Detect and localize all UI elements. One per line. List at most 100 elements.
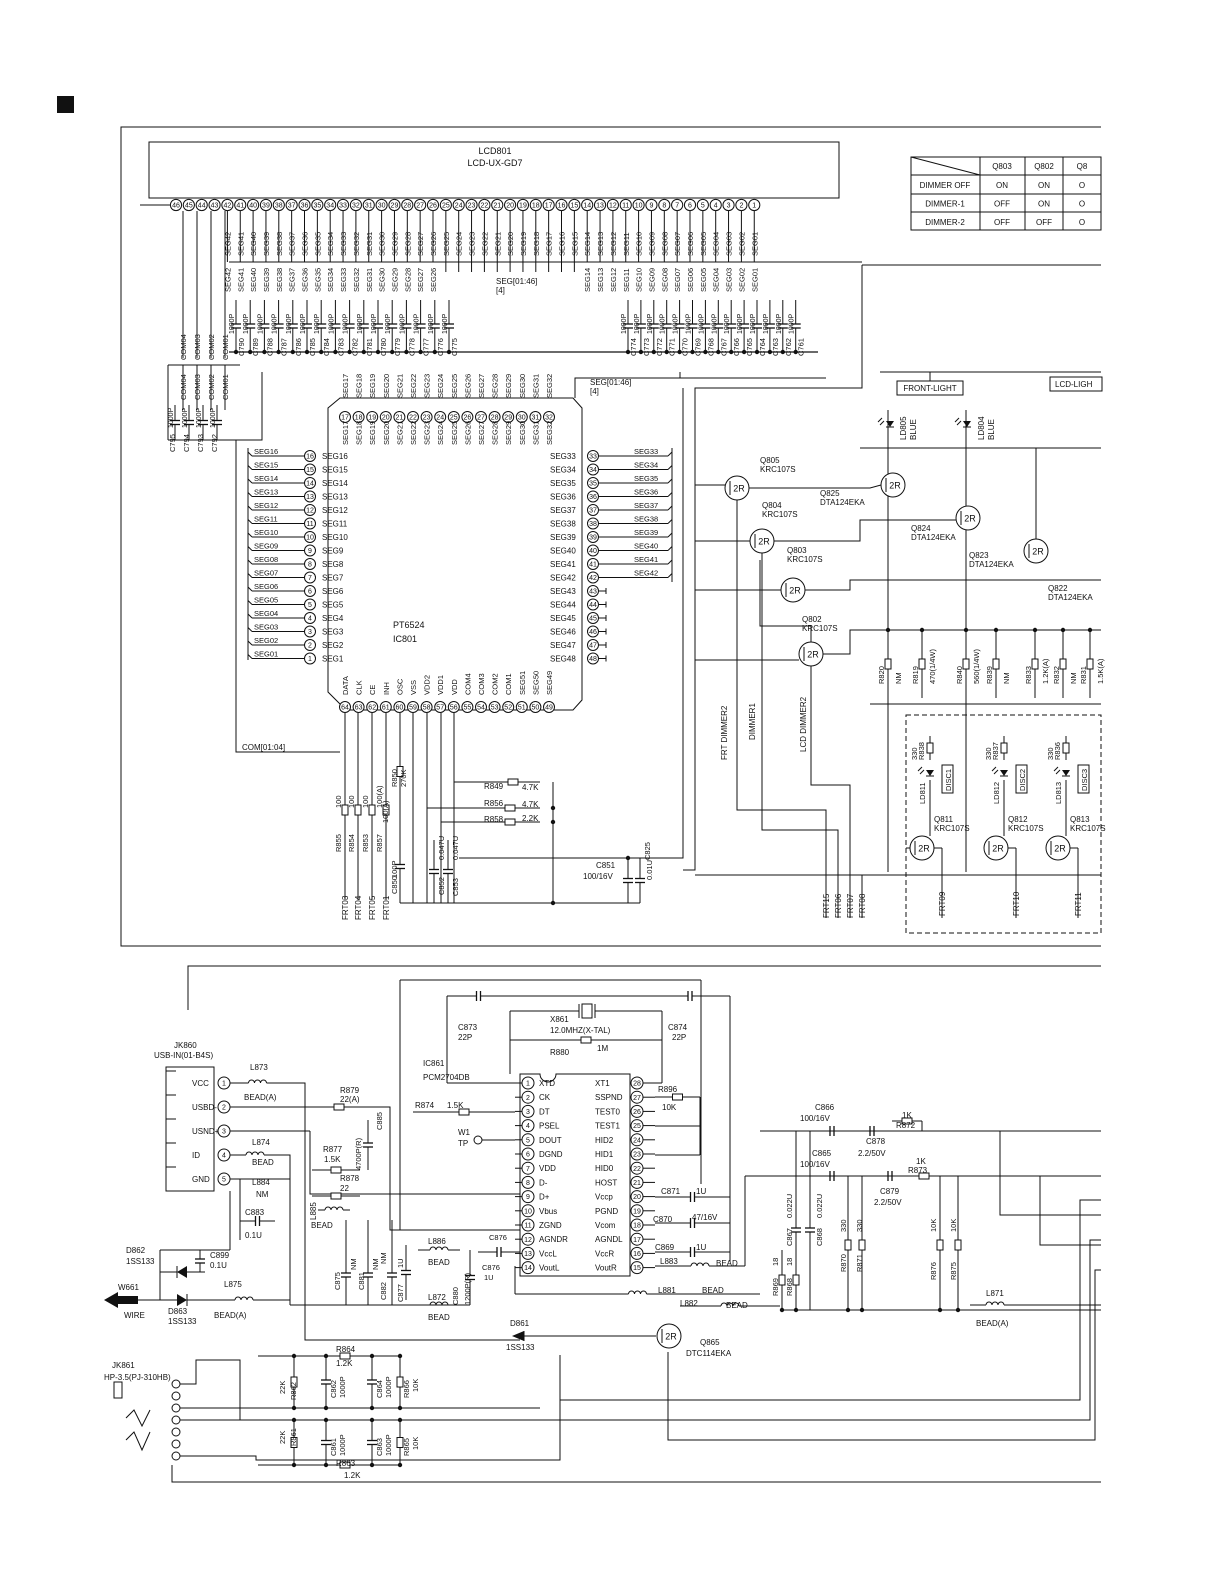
cap-ref: C775	[450, 338, 459, 356]
pin-circle	[587, 477, 599, 489]
wire	[247, 478, 253, 484]
ic-pin-label: ZGND	[539, 1221, 562, 1230]
ic-pin-label: COM2	[491, 673, 500, 695]
res-ref: R831	[1079, 666, 1088, 684]
pin-circle	[645, 198, 658, 212]
seg-label-upper: SEG07	[673, 232, 682, 256]
cap-ref: C787	[280, 338, 289, 356]
pin-circle	[414, 198, 427, 212]
disc-led-ref: LD811	[918, 782, 927, 804]
frt-net: FRT15	[822, 893, 831, 918]
ic-pin-label: SEG15	[322, 466, 348, 475]
cap-value: 100/16V	[583, 872, 613, 881]
wire	[247, 559, 253, 565]
inductor-value: BEAD	[726, 1301, 748, 1310]
wire	[749, 484, 882, 489]
pin-circle	[259, 198, 273, 212]
wire	[667, 505, 673, 511]
pin-circle	[587, 612, 599, 624]
table-cell: ON	[1038, 200, 1050, 209]
res-value: 100	[347, 795, 356, 808]
res-ref: R862	[289, 1382, 298, 1400]
pin-circle	[339, 701, 351, 713]
wire	[247, 573, 253, 578]
ic-pin-net: SEG17	[341, 374, 350, 398]
lcd-part: LCD-UX-GD7	[467, 158, 522, 168]
pin-circle	[304, 625, 316, 638]
pin-circle	[632, 198, 645, 212]
seg-label-lower: SEG39	[262, 268, 271, 292]
pin-circle	[619, 198, 632, 212]
table-cell: O	[1079, 181, 1085, 190]
net-label: SEG11	[254, 515, 278, 524]
ic-pin-label: SEG20	[382, 421, 391, 445]
cap-ref: C793	[196, 434, 205, 452]
junction-dot	[859, 1307, 865, 1313]
pin-number: 45	[589, 616, 597, 623]
pin-number: 56	[450, 705, 458, 712]
cap-ref: C789	[251, 338, 260, 356]
cap-ref: C765	[745, 338, 754, 356]
pin-circle	[407, 411, 419, 423]
pin-circle	[272, 198, 285, 212]
cap-ref: C766	[732, 338, 741, 356]
ic-pin-label: VDD	[539, 1164, 556, 1173]
pin-circle	[336, 198, 350, 212]
ic-pin-label: SEG41	[550, 560, 576, 569]
pin-circle	[304, 598, 316, 611]
ic-pin-label: SEG35	[550, 479, 576, 488]
junction-dot	[323, 1405, 329, 1411]
pin-number: 44	[589, 602, 597, 609]
pin-number: 15	[633, 1265, 641, 1272]
ic-pin-label: SEG21	[395, 421, 404, 445]
seg-label-upper: SEG10	[635, 232, 644, 256]
cap-ref: C790	[237, 338, 246, 356]
seg-label-upper: SEG17	[545, 232, 554, 256]
cap-value: 1000P	[789, 313, 796, 334]
pin-number: 5	[701, 203, 705, 210]
ic801-support-parts: 100R855FRT03100R854FRT04100R853FRT05100(…	[334, 388, 684, 920]
pin-number: 34	[589, 467, 597, 474]
cap-ref: C875	[333, 1272, 342, 1290]
wire	[667, 478, 673, 484]
cap-ref: C853	[451, 878, 460, 896]
cap-value: 1000P	[196, 407, 203, 428]
wire	[180, 1359, 241, 1420]
pin-number: 6	[688, 203, 692, 210]
pin-circle	[587, 558, 599, 570]
pin-number: 55	[464, 705, 472, 712]
ic-pin-label: SEG22	[409, 421, 418, 445]
pin-number: 27	[477, 415, 485, 422]
ic-pin-label: SEG8	[322, 560, 344, 569]
junction-dot	[291, 1405, 297, 1411]
transistor-ref: Q865	[700, 1338, 720, 1347]
transistor-ref: Q802	[802, 615, 822, 624]
seg-label-upper: SEG25	[442, 232, 451, 256]
ic-pin-label: VccL	[539, 1249, 557, 1258]
frt-net: FRT01	[382, 895, 391, 920]
transistor-symbol: 2R	[918, 844, 930, 854]
pin-number: 36	[301, 203, 309, 210]
ic-pin-label: VoutR	[595, 1264, 617, 1273]
cap-ref: C885	[375, 1112, 384, 1130]
seg-label-lower: SEG10	[635, 268, 644, 292]
cap-ref: C786	[294, 338, 303, 356]
seg-label-lower: SEG37	[288, 268, 297, 292]
res-value: 100	[361, 795, 370, 808]
pin-number: 64	[341, 705, 349, 712]
pin-number: 7	[526, 1166, 530, 1173]
res-ref: R832	[1052, 666, 1061, 684]
res-value: 10K	[929, 1219, 938, 1232]
frt-net: FRT07	[846, 893, 855, 918]
seg-label-upper: SEG12	[609, 232, 618, 256]
cap-ref: C871	[661, 1187, 681, 1196]
cap-ref: C863	[375, 1438, 384, 1456]
ic-pin-label: SEG27	[477, 421, 486, 445]
lcd-module-outline	[148, 141, 840, 199]
pin-circle	[379, 701, 392, 713]
cap-value: 1000P	[286, 313, 293, 334]
pin-number: 13	[524, 1251, 532, 1258]
diode-ref: D862	[126, 1246, 146, 1255]
transistor-part: KRC107S	[787, 555, 823, 564]
wire	[280, 1154, 291, 1305]
